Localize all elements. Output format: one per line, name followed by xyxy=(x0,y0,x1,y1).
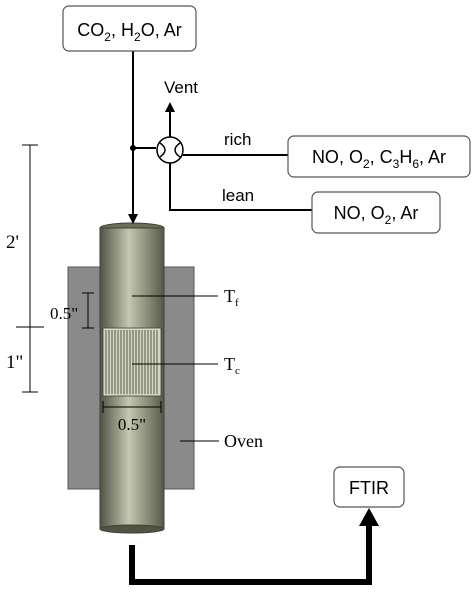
bed-width-label: 0.5" xyxy=(118,415,146,434)
feed-gas-label: CO2, H2O, Ar xyxy=(77,20,181,44)
feed-gas-box: CO2, H2O, Ar xyxy=(62,5,197,52)
bed-height-dimension xyxy=(82,292,94,329)
lean-line xyxy=(169,163,312,211)
ftir-arrowhead xyxy=(359,508,379,526)
catalyst-bed xyxy=(102,327,162,397)
rich-label: rich xyxy=(224,130,251,149)
bed-width-dimension xyxy=(102,401,162,413)
upper-length-label: 2' xyxy=(6,232,19,253)
bed-height-label: 0.5" xyxy=(50,304,78,323)
rich-gas-label: NO, O2, C3H6, Ar xyxy=(312,147,446,171)
lower-length-label: 1" xyxy=(6,352,23,373)
vent-label: Vent xyxy=(164,78,198,97)
oven-label: Oven xyxy=(224,431,263,451)
ftir-label: FTIR xyxy=(349,478,389,498)
rich-gas-box: NO, O2, C3H6, Ar xyxy=(287,135,471,178)
lean-label: lean xyxy=(222,186,254,205)
length-dimension xyxy=(16,144,44,393)
tf-label: Tf xyxy=(224,286,239,309)
outlet-line xyxy=(129,524,372,585)
lean-gas-box: NO, O2, Ar xyxy=(311,191,441,234)
ftir-box: FTIR xyxy=(333,466,405,508)
four-way-valve xyxy=(156,136,184,164)
lean-gas-label: NO, O2, Ar xyxy=(334,203,419,227)
tc-label: Tc xyxy=(224,354,240,377)
